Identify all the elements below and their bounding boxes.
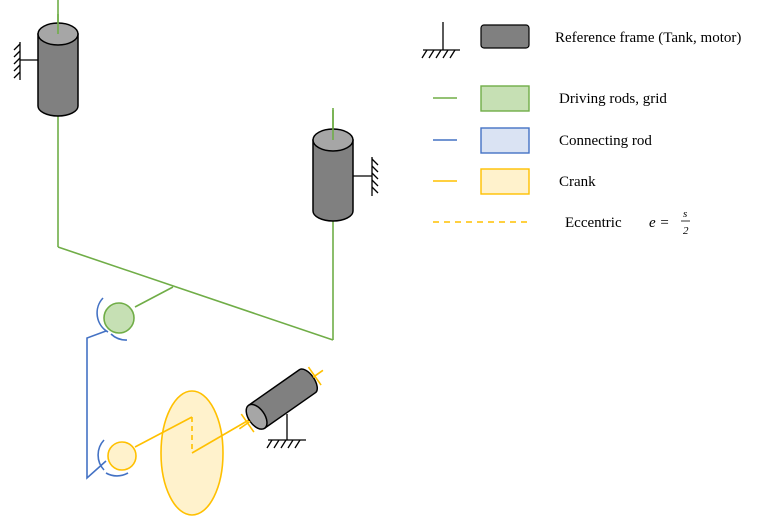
left-cylinder [37, 14, 79, 117]
legend-driving-label: Driving rods, grid [559, 91, 667, 107]
legend-formula-lhs: e = [649, 215, 670, 231]
lower-joint [107, 441, 137, 471]
motor [238, 366, 324, 433]
connecting-rod [86, 297, 129, 480]
legend-orange-swatch [480, 168, 530, 195]
motor-ground-symbol [266, 414, 306, 449]
legend: Reference frame (Tank, motor) Driving ro… [421, 22, 741, 237]
upper-joint [103, 302, 135, 334]
right-ground-symbol [353, 157, 379, 196]
legend-formula-num: s [683, 208, 687, 220]
legend-formula-den: 2 [683, 225, 689, 237]
legend-blue-swatch [480, 127, 530, 154]
legend-ground-symbol [421, 22, 460, 59]
right-cylinder [312, 110, 354, 222]
legend-reference-swatch [480, 24, 530, 49]
crank [134, 390, 255, 516]
legend-eccentric-label: Eccentric [565, 215, 622, 231]
legend-connecting-label: Connecting rod [559, 133, 652, 149]
driving-rods [57, 0, 334, 341]
left-ground-symbol [13, 42, 38, 80]
legend-crank-label: Crank [559, 174, 596, 190]
legend-reference-label: Reference frame (Tank, motor) [555, 30, 741, 46]
legend-green-swatch [480, 85, 530, 112]
